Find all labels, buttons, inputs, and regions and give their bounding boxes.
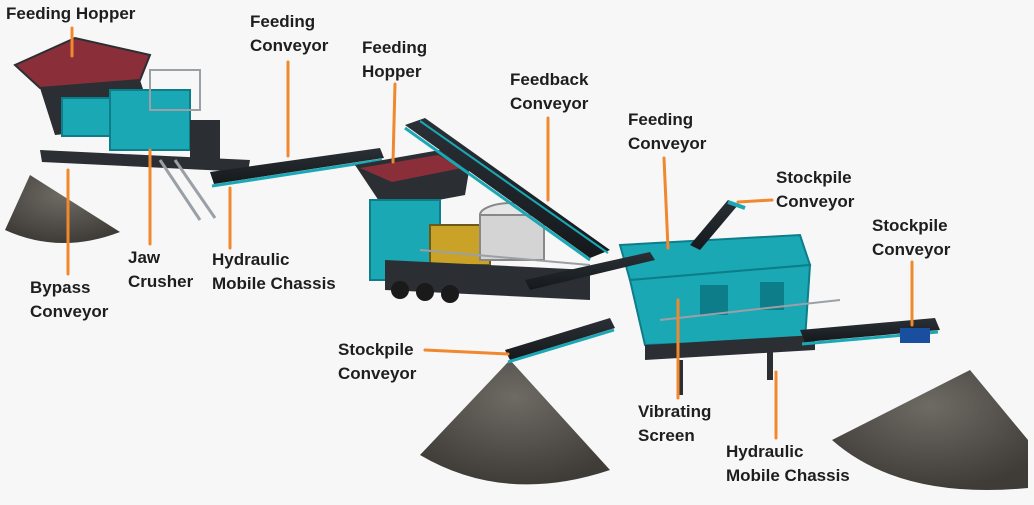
label-feeding-conveyor-1: Feeding Conveyor	[250, 10, 328, 58]
label-line: Crusher	[128, 272, 194, 291]
label-line: Hydraulic	[726, 442, 804, 461]
label-vibrating-screen: Vibrating Screen	[638, 400, 711, 448]
label-stockpile-conveyor-3: Stockpile Conveyor	[338, 338, 416, 386]
label-line: Screen	[638, 426, 695, 445]
label-line: Jaw	[128, 248, 161, 267]
stockpile-left	[5, 175, 120, 244]
label-line: Conveyor	[628, 134, 707, 153]
feeding-conveyor-1	[210, 148, 384, 188]
cone-crusher-unit	[355, 150, 591, 303]
label-line: Stockpile	[776, 168, 852, 187]
stockpile-center	[420, 360, 610, 485]
label-feeding-hopper-1: Feeding Hopper	[6, 2, 135, 26]
label-hydraulic-chassis-1: Hydraulic Mobile Chassis	[212, 248, 336, 296]
label-feedback-conveyor: Feedback Conveyor	[510, 68, 588, 116]
label-stockpile-conveyor-2: Stockpile Conveyor	[872, 214, 950, 262]
stockpile-conveyor-right	[800, 318, 940, 346]
label-line: Hopper	[362, 62, 422, 81]
label-line: Bypass	[30, 278, 91, 297]
label-feeding-hopper-2: Feeding Hopper	[362, 36, 427, 84]
label-stockpile-conveyor-1: Stockpile Conveyor	[776, 166, 854, 214]
label-line: Hydraulic	[212, 250, 290, 269]
label-line: Feeding	[362, 38, 428, 57]
label-line: Feeding	[250, 12, 316, 31]
stockpile-conveyor-center	[505, 318, 615, 364]
label-line: Mobile Chassis	[726, 466, 850, 485]
callout-stockpile-conveyor-3	[423, 348, 510, 356]
label-hydraulic-chassis-2: Hydraulic Mobile Chassis	[726, 440, 850, 488]
label-line: Conveyor	[510, 94, 589, 113]
stockpile-right	[832, 370, 1028, 490]
callout-feeding-conveyor-2	[662, 156, 670, 250]
label-line: Stockpile	[338, 340, 414, 359]
label-line: Conveyor	[776, 192, 855, 211]
callout-feeding-hopper-2	[391, 82, 397, 164]
label-line: Conveyor	[30, 302, 109, 321]
stockpile-conveyor-top	[690, 200, 746, 250]
label-line: Feeding	[628, 110, 694, 129]
callout-lines	[66, 26, 914, 440]
jaw-crusher-unit	[13, 36, 250, 221]
label-line: Feedback	[510, 70, 589, 89]
label-line: Mobile Chassis	[212, 274, 336, 293]
label-line: Conveyor	[338, 364, 417, 383]
label-line: Conveyor	[872, 240, 951, 259]
label-line: Vibrating	[638, 402, 712, 421]
label-line: Stockpile	[872, 216, 948, 235]
label-feeding-conveyor-2: Feeding Conveyor	[628, 108, 706, 156]
label-bypass-conveyor: Bypass Conveyor	[30, 276, 108, 324]
label-line: Feeding Hopper	[6, 4, 136, 23]
label-line: Conveyor	[250, 36, 329, 55]
feeding-conveyor-2	[525, 252, 655, 290]
label-jaw-crusher: Jaw Crusher	[128, 246, 193, 294]
callout-stockpile-conveyor-1	[736, 198, 774, 204]
feedback-conveyor	[404, 118, 610, 262]
